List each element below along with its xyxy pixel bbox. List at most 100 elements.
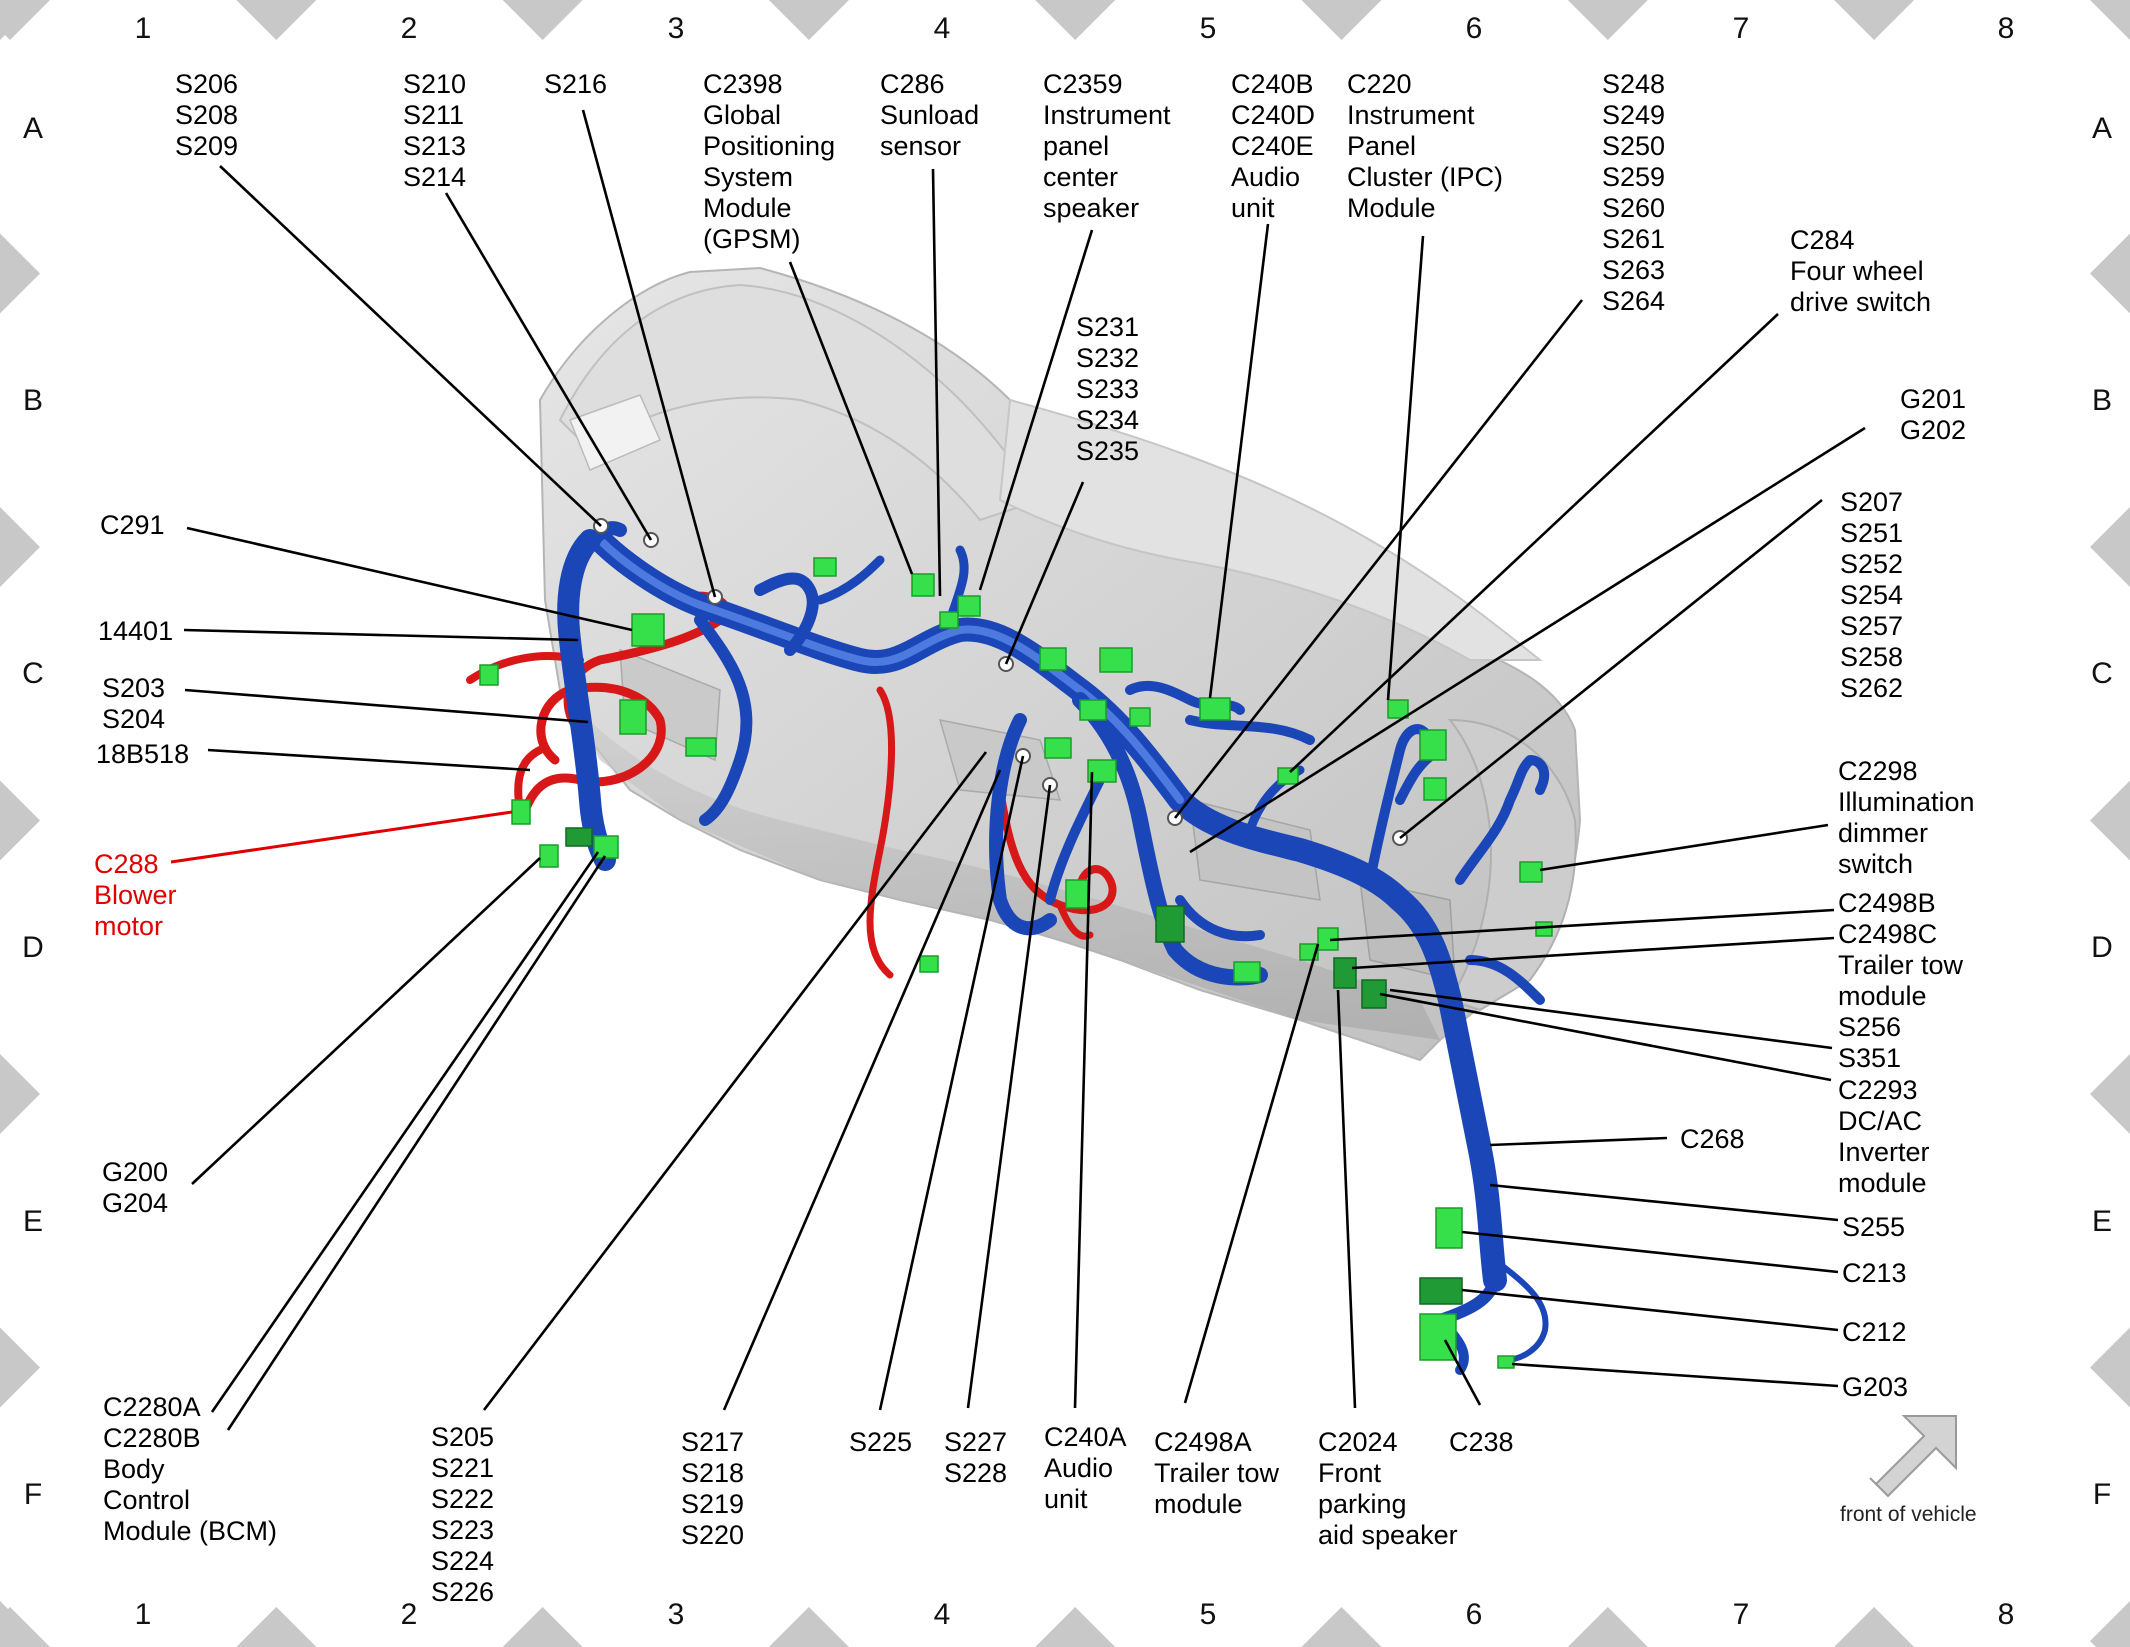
connector-c2398 [911, 573, 935, 597]
connector-c286 [957, 595, 981, 617]
label-line: S226 [431, 1577, 494, 1607]
label-line: C268 [1680, 1124, 1745, 1154]
border-top-triangle [502, 0, 583, 40]
label-line: S213 [403, 131, 466, 161]
label-c213: C213 [1842, 1258, 1907, 1288]
label-line: C2498C [1838, 919, 1937, 949]
label-line: System [703, 162, 793, 192]
label-line: S207 [1840, 487, 1903, 517]
label-line: C2293 [1838, 1075, 1918, 1105]
label-line: Control [103, 1485, 190, 1515]
row-b-left: B [23, 384, 43, 417]
connector-c220 [1387, 699, 1409, 719]
label-line: Audio [1044, 1453, 1113, 1483]
border-right-triangle [2090, 233, 2130, 314]
border-right-triangle [2090, 507, 2130, 587]
label-line: S252 [1840, 549, 1903, 579]
label-c212: C212 [1842, 1317, 1907, 1347]
border-left-triangle [0, 507, 40, 587]
border-left-triangle [0, 1327, 40, 1408]
connector-c288 [511, 799, 531, 825]
connector-lower-mid [1065, 879, 1089, 909]
label-line: S234 [1076, 405, 1139, 435]
label-line: S233 [1076, 374, 1139, 404]
col-6-top: 6 [1466, 12, 1483, 45]
connector-c240-small [1129, 707, 1151, 727]
border-top-triangle [1834, 0, 1915, 40]
label-line: C220 [1347, 69, 1412, 99]
connector-left-lower [685, 737, 717, 757]
label-line: drive switch [1790, 287, 1931, 317]
label-line: S220 [681, 1520, 744, 1550]
label-line: C286 [880, 69, 945, 99]
label-c268: C268 [1680, 1124, 1745, 1154]
border-right-triangle [2090, 780, 2130, 861]
row-c-left: C [22, 657, 44, 690]
label-line: Illumination [1838, 787, 1975, 817]
col-5-bottom: 5 [1200, 1598, 1217, 1631]
label-line: S259 [1602, 162, 1665, 192]
row-e-right: E [2092, 1205, 2112, 1238]
border-right-triangle [2090, 1327, 2130, 1408]
col-7-bottom: 7 [1733, 1598, 1750, 1631]
label-line: S203 [102, 673, 165, 703]
label-line: motor [94, 911, 163, 941]
label-line: Global [703, 100, 781, 130]
label-line: Instrument [1347, 100, 1475, 130]
connector-g203 [1497, 1355, 1515, 1369]
label-line: Cluster (IPC) [1347, 162, 1503, 192]
row-e-left: E [23, 1205, 43, 1238]
label-line: C2398 [703, 69, 783, 99]
label-line: S263 [1602, 255, 1665, 285]
label-line: S216 [544, 69, 607, 99]
main-wire-harness [557, 521, 1550, 1375]
label-line: center [1043, 162, 1118, 192]
label-line: Module [1347, 193, 1436, 223]
label-line: S228 [944, 1458, 1007, 1488]
connector-c2280 [593, 835, 619, 859]
label-line: S260 [1602, 193, 1665, 223]
label-line: S248 [1602, 69, 1665, 99]
label-line: Audio [1231, 162, 1300, 192]
label-s255: S255 [1842, 1212, 1905, 1242]
label-line: S224 [431, 1546, 494, 1576]
connector-c2280-upper [619, 699, 647, 735]
label-line: S204 [102, 704, 165, 734]
connector-c203 [479, 664, 499, 686]
label-line: S218 [681, 1458, 744, 1488]
border-right-triangle [2090, 0, 2130, 40]
label-line: G202 [1900, 415, 1966, 445]
col-8-top: 8 [1998, 12, 2015, 45]
label-g203: G203 [1842, 1372, 1908, 1402]
label-c238: C238 [1449, 1427, 1514, 1457]
label-line: Module [703, 193, 792, 223]
connector-c2280-dark [565, 827, 593, 847]
border-bottom-triangle [1834, 1607, 1915, 1647]
label-line: Panel [1347, 131, 1416, 161]
label-line: S264 [1602, 286, 1665, 316]
label-line: C288 [94, 849, 159, 879]
row-headings-left: A B C D E F [22, 112, 44, 1511]
label-line: S351 [1838, 1043, 1901, 1073]
connector-center-a [1039, 647, 1067, 671]
front-arrow-icon [1869, 1415, 1957, 1498]
connector-center-c [1079, 699, 1107, 721]
border-top-triangle [1567, 0, 1648, 40]
label-line: parking [1318, 1489, 1407, 1519]
dash-lower-face [560, 690, 1440, 1040]
label-s216: S216 [544, 69, 607, 99]
